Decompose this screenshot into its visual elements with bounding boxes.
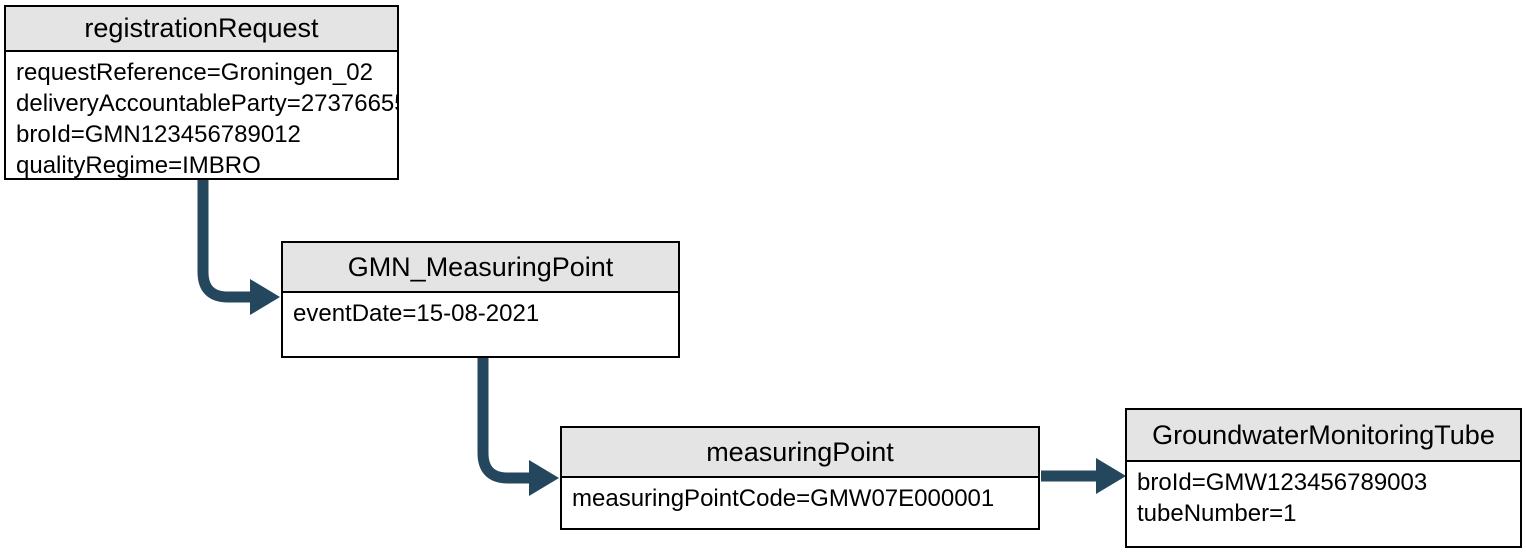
node-gmn-measuring-point: GMN_MeasuringPoint eventDate=15-08-2021 (281, 241, 680, 358)
node-body: measuringPointCode=GMW07E000001 (562, 478, 1038, 514)
field-line: tubeNumber=1 (1137, 500, 1297, 527)
arrowhead-icon (1096, 458, 1126, 494)
arrowhead-icon (529, 460, 559, 496)
field-line: deliveryAccountableParty=27376655 (16, 90, 397, 117)
node-groundwater-monitoring-tube: GroundwaterMonitoringTube broId=GMW12345… (1125, 408, 1522, 548)
node-measuring-point: measuringPoint measuringPointCode=GMW07E… (560, 426, 1040, 530)
node-title: measuringPoint (706, 436, 894, 467)
field-line: requestReference=Groningen_02 (16, 59, 373, 86)
node-header: registrationRequest (6, 7, 397, 52)
edge-registrationrequest-to-gmnmeasuringpoint (197, 179, 280, 315)
field-line: broId=GMW123456789003 (1137, 469, 1428, 496)
node-title: GroundwaterMonitoringTube (1152, 419, 1495, 450)
connector-line (477, 357, 530, 484)
field-line: eventDate=15-08-2021 (293, 300, 540, 327)
node-header: measuringPoint (562, 428, 1038, 478)
node-body: requestReference=Groningen_02 deliveryAc… (6, 52, 397, 181)
node-header: GroundwaterMonitoringTube (1127, 410, 1520, 462)
node-title: registrationRequest (84, 13, 319, 43)
field-line: qualityRegime=IMBRO (16, 152, 261, 179)
node-body: eventDate=15-08-2021 (283, 293, 678, 329)
field-line: broId=GMN123456789012 (16, 121, 301, 148)
edge-measuringpoint-to-groundwatermonitoringtube (1041, 458, 1126, 494)
node-title: GMN_MeasuringPoint (347, 251, 614, 282)
node-body: broId=GMW123456789003 tubeNumber=1 (1127, 462, 1520, 529)
node-header: GMN_MeasuringPoint (283, 243, 678, 293)
field-line: measuringPointCode=GMW07E000001 (572, 485, 995, 512)
edge-gmnmeasuringpoint-to-measuringpoint (477, 357, 559, 496)
connector-line (197, 179, 251, 303)
node-registration-request: registrationRequest requestReference=Gro… (4, 5, 399, 180)
arrowhead-icon (250, 279, 280, 315)
